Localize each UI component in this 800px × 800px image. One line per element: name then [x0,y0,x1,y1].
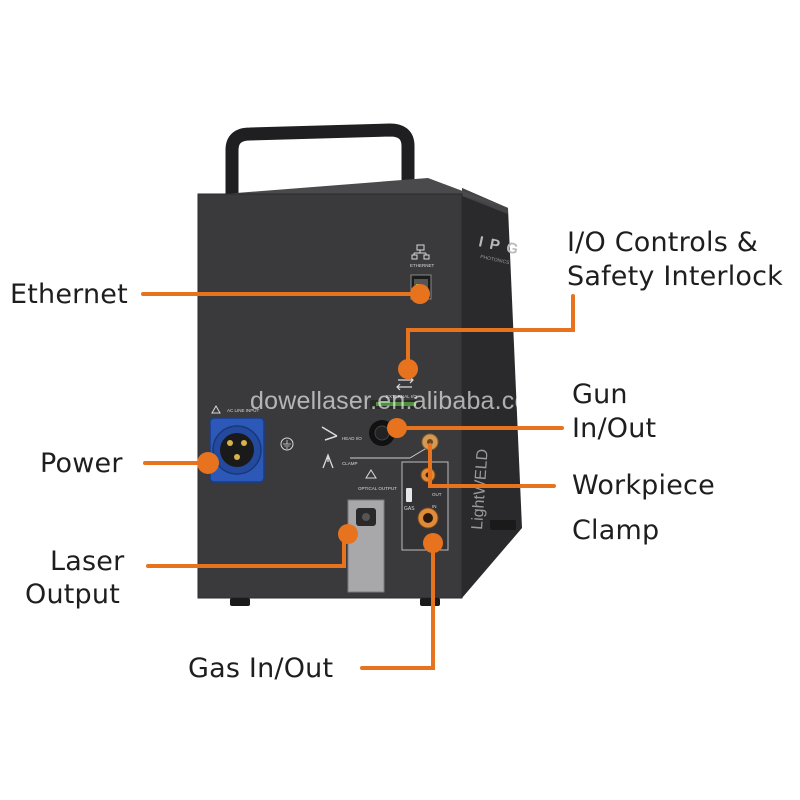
gas-out-label: OUT [432,492,442,497]
gun-label-line2: In/Out [572,413,657,444]
foot-left [230,598,250,606]
gas-in-out-label: Gas In/Out [188,653,334,684]
power-inlet: AC LINE INPUT [209,404,294,483]
gas-label: GAS [404,506,415,512]
callout-lines [141,292,575,670]
external-io-port: EXTERNAL I/O [370,376,424,409]
top-panel [198,178,508,208]
clamp-connector: CLAMP [322,433,439,469]
head-io-label: HEAD I/O [342,436,362,441]
workpiece-label: Workpiece [572,470,715,501]
gas-in-label: IN [432,504,437,509]
callout-dots [197,284,443,553]
network-icon [411,244,430,260]
foot-side [490,520,516,530]
ac-input-label: AC LINE INPUT [227,408,260,413]
io-dot [398,359,418,379]
carry-handle [225,123,415,196]
laser-output-label-line2: Output [25,579,120,610]
ethernet-label: Ethernet [10,279,128,310]
power-label: Power [40,448,123,479]
ethernet-dot [410,284,430,304]
laser-callout-line [146,532,346,568]
ethernet-port-label: ETHERNET [410,263,435,268]
gas-callout-line [360,538,435,670]
laser-warning-icon [365,469,377,479]
gun-dot [387,418,407,438]
clamp-label: CLAMP [342,461,358,466]
laser-output-label-line1: Laser [50,546,125,577]
product-name: LightWELD [469,448,492,530]
external-io-label: EXTERNAL I/O [386,394,417,399]
foot-right [420,598,440,606]
gas-module: GAS OUT IN [401,461,449,551]
power-dot [197,452,219,474]
optical-output: OPTICAL OUTPUT [347,469,397,593]
io-controls-label-line1: I/O Controls & [567,227,758,258]
ground-icon [280,437,294,451]
io-callout-line [406,294,575,374]
io-controls-label-line2: Safety Interlock [567,261,784,292]
warning-icon [211,404,221,414]
gas-dot [423,533,443,553]
workpiece-callout-line [428,443,556,488]
laser-dot [338,524,358,544]
watermark-text: dowellaser.en.alibaba.com [250,387,550,415]
gun-label-line1: Gun [572,379,628,410]
clamp-label-callout: Clamp [572,515,660,546]
optical-output-label: OPTICAL OUTPUT [358,486,397,491]
